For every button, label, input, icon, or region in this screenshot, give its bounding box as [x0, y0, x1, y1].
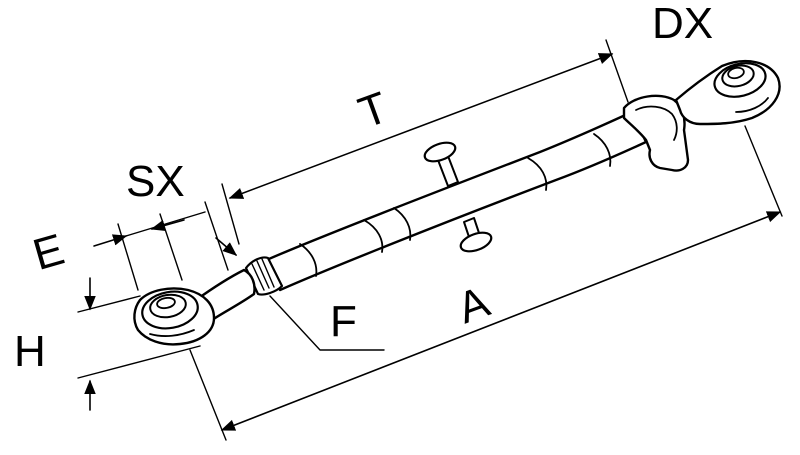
label-sx: SX — [126, 157, 185, 206]
tube-band-5 — [593, 133, 612, 167]
t-extension-left — [221, 183, 240, 245]
label-f: F — [330, 297, 357, 346]
t-dimension-line — [228, 53, 614, 199]
sx-extension-right — [204, 201, 229, 271]
right-ball-hole — [727, 66, 745, 80]
label-t: T — [352, 83, 394, 138]
left-ball-hole — [156, 296, 176, 310]
dimension-lines — [77, 39, 783, 441]
label-h: H — [14, 327, 46, 376]
label-a: A — [451, 277, 496, 333]
tube-band-3 — [393, 207, 412, 241]
thread-lines — [251, 258, 275, 291]
main-tube — [260, 110, 648, 292]
e-arrow-right — [150, 219, 185, 232]
e-arrow-left — [93, 234, 128, 247]
right-eye-rim — [735, 97, 769, 113]
a-dimension-line — [220, 211, 782, 431]
left-eye-rim — [149, 329, 195, 337]
bottom-pin-head — [459, 231, 493, 253]
a-extension-right — [744, 125, 783, 217]
dimension-labels: DX SX T E H F A — [14, 0, 713, 376]
label-e: E — [28, 225, 70, 280]
a-extension-left — [189, 349, 227, 441]
top-pin-head — [423, 141, 457, 163]
e-dimension-line — [125, 211, 206, 237]
h-extension-bottom — [77, 345, 201, 379]
tube-band-4 — [527, 157, 548, 191]
tube-band-1 — [299, 243, 318, 277]
label-dx: DX — [652, 0, 713, 48]
bracket-detail — [635, 105, 678, 141]
h-extension-top — [77, 295, 141, 313]
tube-band-2 — [363, 219, 384, 253]
f-leader — [269, 295, 385, 351]
f-arrow-top — [215, 237, 238, 256]
top-link — [133, 59, 781, 346]
t-extension-right — [605, 39, 629, 103]
